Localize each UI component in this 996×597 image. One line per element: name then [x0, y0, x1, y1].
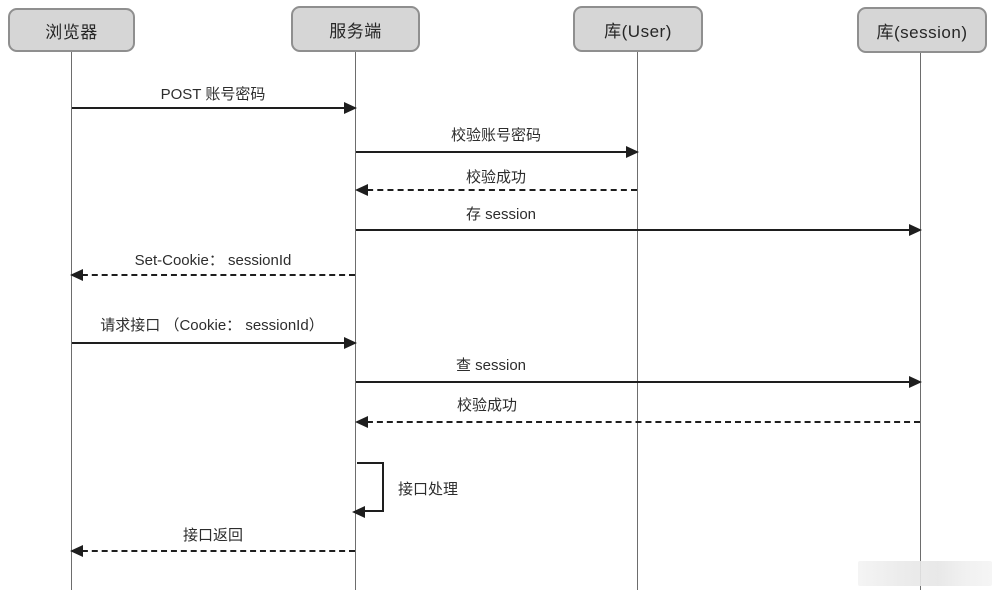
message-label-process-api: 接口处理: [397, 481, 459, 498]
arrow-set-cookie: [70, 269, 355, 281]
actor-db-user-label: 库(User): [604, 21, 672, 41]
message-label-verify-success-session: 校验成功: [456, 397, 518, 414]
lifeline-browser: [71, 52, 72, 590]
message-label-api-response: 接口返回: [182, 527, 244, 544]
arrow-post-credentials: [72, 102, 357, 114]
actor-browser: 浏览器: [8, 8, 135, 52]
message-label-verify-credentials: 校验账号密码: [450, 127, 542, 144]
watermark: [858, 561, 992, 586]
message-label-set-cookie: Set-Cookie： sessionId: [134, 252, 292, 269]
actor-server-label: 服务端: [329, 21, 382, 41]
message-label-request-api: 请求接口 （Cookie： sessionId）: [100, 317, 324, 334]
lifeline-db-user: [637, 52, 638, 590]
arrow-verify-credentials: [356, 146, 639, 158]
lifeline-server: [355, 52, 356, 590]
arrow-request-api: [72, 337, 357, 349]
arrow-verify-success-user: [355, 184, 637, 196]
arrow-verify-success-session: [355, 416, 920, 428]
actor-browser-label: 浏览器: [45, 22, 98, 42]
self-loop-process-api: [352, 462, 384, 518]
actor-db-session-label: 库(session): [876, 22, 968, 42]
actor-db-session: 库(session): [857, 7, 987, 53]
actor-db-user: 库(User): [573, 6, 703, 52]
message-label-post-credentials: POST 账号密码: [160, 86, 266, 103]
arrow-store-session: [356, 224, 922, 236]
arrow-api-response: [70, 545, 355, 557]
arrow-query-session: [356, 376, 922, 388]
message-label-store-session: 存 session: [465, 206, 537, 223]
message-label-query-session: 查 session: [455, 357, 527, 374]
lifeline-db-session: [920, 52, 921, 590]
message-label-verify-success-user: 校验成功: [465, 169, 527, 186]
actor-server: 服务端: [291, 6, 420, 52]
